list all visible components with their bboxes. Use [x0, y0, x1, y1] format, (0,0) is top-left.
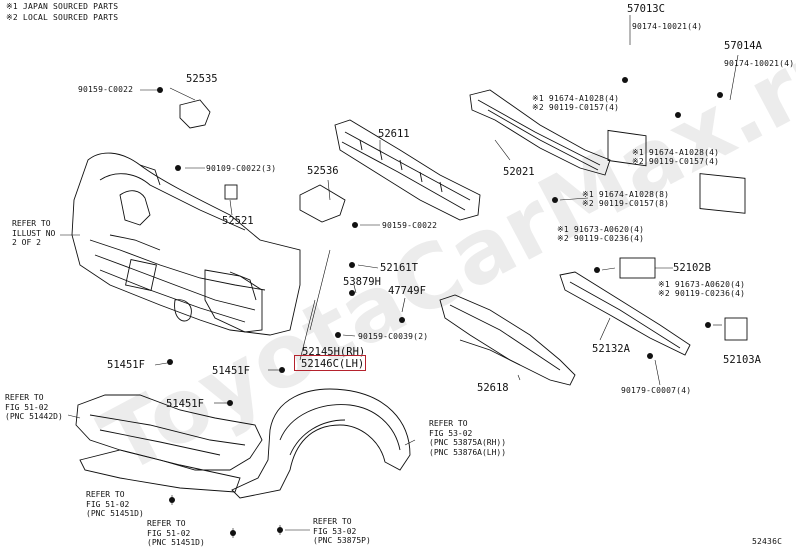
fastener-90174-b[interactable]: 90174-10021(4) [724, 59, 795, 68]
fastener-91674-c[interactable]: ※1 91674-A1028(8) [582, 190, 670, 199]
part-53879H[interactable]: 53879H [343, 276, 381, 288]
part-52618[interactable]: 52618 [477, 382, 509, 394]
part-51451F-center[interactable]: 51451F [212, 365, 250, 377]
note-refer-fig-53875A[interactable]: REFER TO FIG 53-02 (PNC 53875A(RH)) (PNC… [429, 419, 507, 457]
fastener-91673-b[interactable]: ※1 91673-A0620(4) [658, 280, 746, 289]
legend-local-sourced: ※2 LOCAL SOURCED PARTS [6, 13, 119, 22]
part-52103A[interactable]: 52103A [723, 354, 761, 366]
part-57013C[interactable]: 57013C [627, 3, 665, 15]
part-51451F-lower[interactable]: 51451F [166, 398, 204, 410]
fastener-90119-c[interactable]: ※2 90119-C0157(8) [582, 199, 670, 208]
note-refer-fig-51451[interactable]: REFER TO FIG 51-02 (PNC 51451D) [86, 490, 144, 518]
leader-lines [60, 15, 739, 538]
fastener-90109[interactable]: 90109-C0022(3) [206, 164, 277, 173]
reinforcement-shape [469, 89, 611, 176]
part-52021[interactable]: 52021 [503, 166, 535, 178]
part-57014A[interactable]: 57014A [724, 40, 762, 52]
part-52535[interactable]: 52535 [186, 73, 218, 85]
fastener-91673-a[interactable]: ※1 91673-A0620(4) [557, 225, 645, 234]
part-47749F[interactable]: 47749F [388, 285, 426, 297]
fastener-90179[interactable]: 90179-C0007(4) [621, 386, 692, 395]
part-52611[interactable]: 52611 [378, 128, 410, 140]
diagram-id: 52436C [752, 537, 783, 546]
part-52146C[interactable]: 52146C(LH) [301, 358, 365, 370]
legend-japan-sourced: ※1 JAPAN SOURCED PARTS [6, 2, 119, 11]
fastener-91674-b[interactable]: ※1 91674-A1028(4) [632, 148, 720, 157]
bracket-52536-shape [299, 184, 346, 223]
part-52521[interactable]: 52521 [222, 215, 254, 227]
fastener-90119-d[interactable]: ※2 90119-C0236(4) [557, 234, 645, 243]
bracket-57014A-shape [699, 173, 746, 214]
note-refer-illust[interactable]: REFER TO ILLUST NO 2 OF 2 [12, 219, 56, 247]
fender-liner-shape [231, 388, 411, 499]
note-refer-fig-51442[interactable]: REFER TO FIG 51-02 (PNC 51442D) [5, 393, 63, 421]
bracket-57013C-shape [607, 129, 647, 167]
fastener-91674-a[interactable]: ※1 91674-A1028(4) [532, 94, 620, 103]
bumper-cover-shape [71, 152, 301, 336]
fastener-90119-e[interactable]: ※2 90119-C0236(4) [658, 289, 746, 298]
clip-52521-shape [224, 184, 238, 200]
absorber-shape [334, 119, 481, 221]
part-52161T[interactable]: 52161T [380, 262, 418, 274]
fastener-90159-b[interactable]: 90159-C0022 [382, 221, 438, 230]
fastener-90174-a[interactable]: 90174-10021(4) [632, 22, 703, 31]
part-52536[interactable]: 52536 [307, 165, 339, 177]
bracket-52535-shape [179, 99, 211, 129]
selected-part-highlight [294, 355, 366, 371]
note-refer-fig-51451-b[interactable]: REFER TO FIG 51-02 (PNC 51451D) [147, 519, 205, 547]
bracket-52102B-shape [619, 257, 656, 279]
part-52102B[interactable]: 52102B [673, 262, 711, 274]
note-refer-fig-53875[interactable]: REFER TO FIG 53-02 (PNC 53875P) [313, 517, 371, 545]
lower-cover-shape [75, 394, 263, 493]
part-52132A[interactable]: 52132A [592, 343, 630, 355]
fastener-90159-a[interactable]: 90159-C0022 [78, 85, 134, 94]
fastener-90119-a[interactable]: ※2 90119-C0157(4) [532, 103, 620, 112]
part-51451F-left[interactable]: 51451F [107, 359, 145, 371]
fastener-90119-b[interactable]: ※2 90119-C0157(4) [632, 157, 720, 166]
lower-reinf-shape [559, 271, 691, 356]
spoiler-shape [439, 294, 576, 386]
fastener-dots [157, 77, 723, 536]
fastener-90159-c[interactable]: 90159-C0039(2) [358, 332, 429, 341]
bracket-52103A-shape [724, 317, 748, 341]
